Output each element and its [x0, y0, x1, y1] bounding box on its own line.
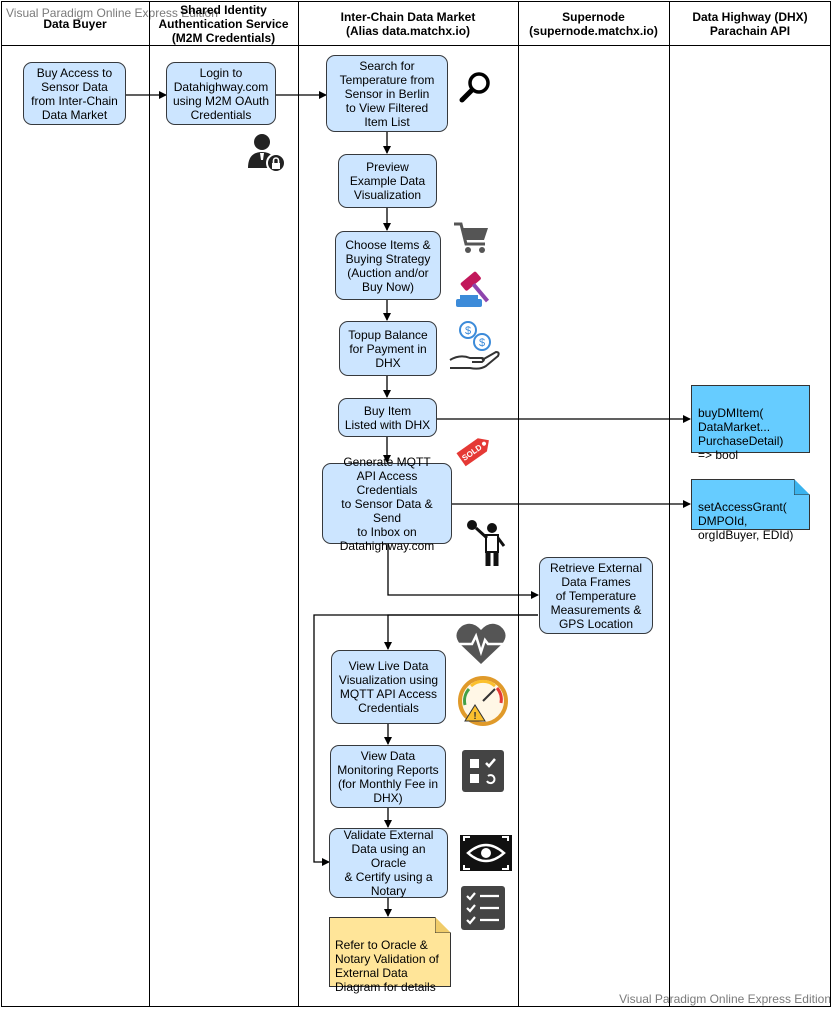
- eye-icon: [460, 835, 512, 871]
- step-preview[interactable]: Preview Example Data Visualization: [338, 154, 437, 208]
- step-view-reports[interactable]: View Data Monitoring Reports (for Monthl…: [330, 745, 446, 808]
- step-search[interactable]: Search for Temperature from Sensor in Be…: [326, 55, 448, 132]
- note-fold: [435, 917, 451, 933]
- arrow-retrieve-to-validate: [313, 614, 538, 866]
- step-retrieve-frames[interactable]: Retrieve External Data Frames of Tempera…: [539, 557, 653, 634]
- step-buy-item[interactable]: Buy Item Listed with DHX: [338, 398, 437, 437]
- step-login[interactable]: Login to Datahighway.com using M2M OAuth…: [166, 62, 276, 125]
- note-refer-oracle: Refer to Oracle & Notary Validation of E…: [329, 917, 451, 994]
- step-buy-access[interactable]: Buy Access to Sensor Data from Inter-Cha…: [23, 62, 126, 125]
- gauge-warning-icon: !: [458, 676, 508, 726]
- auction-gavel-icon: [456, 271, 490, 307]
- lane-title-data-market: Inter-Chain Data Market (Alias data.matc…: [340, 10, 476, 38]
- watermark-top: Visual Paradigm Online Express Edition: [6, 6, 218, 20]
- watermark-bottom: Visual Paradigm Online Express Edition: [619, 992, 831, 1006]
- lane-title-auth-service: Shared Identity Authentication Service (…: [158, 3, 289, 45]
- step-generate-credentials[interactable]: Generate MQTT API Access Credentials to …: [322, 455, 452, 553]
- lane-title-data-buyer: Data Buyer: [43, 17, 107, 31]
- step-view-live[interactable]: View Live Data Visualization using MQTT …: [331, 650, 446, 724]
- note-refer-oracle-text: Refer to Oracle & Notary Validation of E…: [335, 938, 439, 994]
- coins-hand-icon: $ $: [449, 321, 500, 370]
- sold-tag-icon: SOLD: [456, 438, 489, 467]
- step-choose-items[interactable]: Choose Items & Buying Strategy (Auction …: [335, 231, 441, 300]
- note-buy-dm-item-text: buyDMItem( DataMarket... PurchaseDetail)…: [698, 406, 784, 462]
- note-fold: [794, 479, 810, 495]
- person-sign-icon: [467, 520, 506, 566]
- step-topup[interactable]: Topup Balance for Payment in DHX: [339, 321, 437, 376]
- lane-title-dhx-api: Data Highway (DHX) Parachain API: [692, 10, 808, 38]
- note-buy-dm-item: buyDMItem( DataMarket... PurchaseDetail)…: [691, 385, 810, 462]
- step-validate[interactable]: Validate External Data using an Oracle &…: [329, 828, 448, 898]
- shopping-cart-icon: [454, 222, 488, 253]
- magnifier-icon: [459, 72, 490, 103]
- note-set-access-grant-text: setAccessGrant( DMPOId, orgIdBuyer, EDId…: [698, 500, 794, 542]
- checklist-square-icon: [462, 750, 504, 792]
- note-set-access-grant: setAccessGrant( DMPOId, orgIdBuyer, EDId…: [691, 479, 810, 542]
- svg-text:!: !: [473, 711, 476, 722]
- heartbeat-icon: [456, 623, 506, 664]
- user-lock-icon: [248, 134, 286, 173]
- svg-text:$: $: [465, 325, 471, 337]
- checklist-icon: [461, 886, 505, 930]
- svg-text:$: $: [479, 337, 485, 349]
- arrow-generate-to-retrieve: [387, 544, 539, 599]
- lane-title-supernode: Supernode (supernode.matchx.io): [529, 10, 658, 38]
